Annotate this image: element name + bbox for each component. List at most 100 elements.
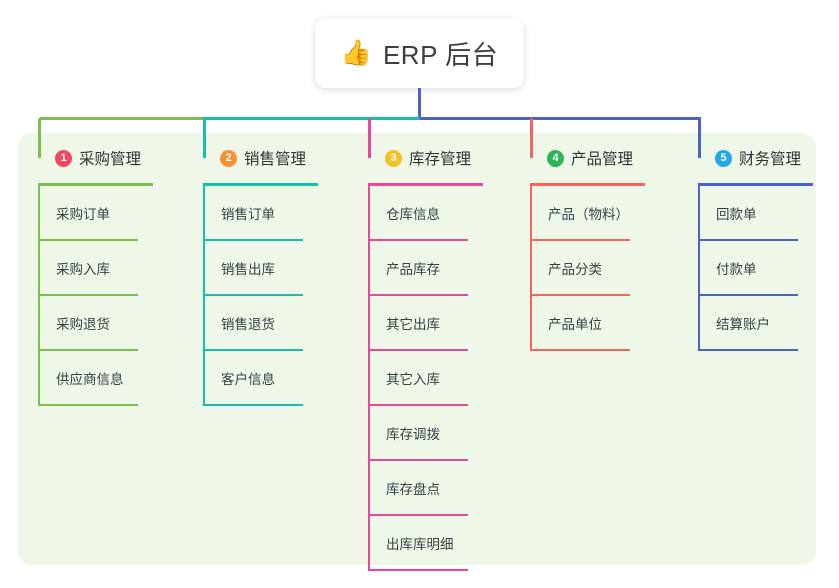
branch-header-underline [530,183,645,186]
branch-items: 采购订单采购入库采购退货供应商信息 [38,186,158,406]
branch-item[interactable]: 回款单 [698,186,818,241]
branch-item-label: 产品分类 [548,262,602,277]
branch-item[interactable]: 供应商信息 [38,351,158,406]
branch-item-label: 产品单位 [548,317,602,332]
branch-item-underline [38,404,138,406]
branch-header-underline [38,183,153,186]
branch-header-underline [698,183,813,186]
branch-item-spine [368,186,370,241]
branch-items: 产品（物料） 产品分类产品单位 [530,186,650,351]
branch-item-underline [368,349,468,351]
branch-number-badge: 3 [385,149,402,167]
branch-item-underline [38,349,138,351]
branch-item-underline [530,349,630,351]
branch-item-spine [530,296,532,351]
branch-item[interactable]: 库存盘点 [368,461,488,516]
branch-item[interactable]: 其它入库 [368,351,488,406]
branch-item[interactable]: 采购入库 [38,241,158,296]
branch-item-label: 产品库存 [386,262,440,277]
branch-item-underline [530,294,630,296]
root-node-erp-backend[interactable]: 👍 ERP 后台 [315,18,524,88]
branch-item-label: 销售退货 [221,317,275,332]
branch-item[interactable]: 出库库明细 [368,516,488,571]
branch-item-label: 销售订单 [221,207,275,222]
branch-item-spine [530,186,532,241]
branch-item-underline [38,239,138,241]
branch-item-spine [38,186,40,241]
branch-item-spine [698,186,700,241]
branch-item-underline [368,514,468,516]
branch-item-spine [38,296,40,351]
branch-item[interactable]: 销售退货 [203,296,323,351]
branch-items: 仓库信息产品库存其它出库其它入库库存调拨库存盘点出库库明细 [368,186,488,571]
branch-header-2[interactable]: 2 销售管理 [203,146,306,170]
branch-item[interactable]: 产品库存 [368,241,488,296]
branch-item-label: 采购退货 [56,317,110,332]
branch-header-underline [368,183,483,186]
branch-item-label: 产品（物料） [548,207,629,222]
branch-item[interactable]: 其它出库 [368,296,488,351]
branch-item[interactable]: 仓库信息 [368,186,488,241]
branch-item-spine [368,241,370,296]
branch-item-spine [368,296,370,351]
branch-item[interactable]: 销售订单 [203,186,323,241]
branch-item-underline [698,239,798,241]
branch-item-spine [530,241,532,296]
branch-title: 产品管理 [571,151,634,168]
branch-item-underline [368,239,468,241]
branch-item-label: 其它出库 [386,317,440,332]
branch-number-badge: 4 [547,149,564,167]
branch-header-3[interactable]: 3 库存管理 [368,146,471,170]
branch-item-label: 采购订单 [56,207,110,222]
branch-number-badge: 1 [55,149,72,167]
branch-item-label: 仓库信息 [386,207,440,222]
thumbs-up-icon: 👍 [340,38,372,67]
branch-item-spine [203,351,205,406]
branch-item-label: 回款单 [716,207,757,222]
branch-item-label: 出库库明细 [386,537,454,552]
branch-column-1: 1 采购管理采购订单采购入库采购退货供应商信息 [38,146,153,406]
branch-title: 销售管理 [244,151,307,168]
branch-item[interactable]: 产品（物料） [530,186,650,241]
branch-item-label: 采购入库 [56,262,110,277]
branch-item[interactable]: 采购订单 [38,186,158,241]
branch-title: 采购管理 [79,151,142,168]
branch-item-spine [203,296,205,351]
branch-item[interactable]: 销售出库 [203,241,323,296]
branch-item[interactable]: 产品分类 [530,241,650,296]
branch-header-1[interactable]: 1 采购管理 [38,146,141,170]
branch-item-underline [203,294,303,296]
branch-title: 库存管理 [409,151,472,168]
branch-header-underline [203,183,318,186]
branch-item[interactable]: 采购退货 [38,296,158,351]
branch-item-label: 付款单 [716,262,757,277]
branch-item-underline [368,404,468,406]
branch-item[interactable]: 结算账户 [698,296,818,351]
branch-item-underline [698,349,798,351]
branch-number-badge: 2 [220,149,237,167]
branch-item[interactable]: 付款单 [698,241,818,296]
branch-item-label: 销售出库 [221,262,275,277]
branch-item-spine [698,296,700,351]
branch-item-underline [38,294,138,296]
branch-item[interactable]: 客户信息 [203,351,323,406]
branch-item-label: 供应商信息 [56,372,124,387]
branch-header-4[interactable]: 4 产品管理 [530,146,633,170]
branch-item-underline [203,239,303,241]
branch-items: 回款单付款单结算账户 [698,186,818,351]
branch-item-spine [38,241,40,296]
branch-item[interactable]: 产品单位 [530,296,650,351]
branch-item-underline [530,239,630,241]
branch-item-underline [368,569,468,571]
branch-item[interactable]: 库存调拨 [368,406,488,461]
branch-items: 销售订单销售出库销售退货客户信息 [203,186,323,406]
root-node-title: ERP 后台 [382,39,499,70]
branch-item-label: 库存盘点 [386,482,440,497]
branch-title: 财务管理 [739,151,802,168]
branch-item-underline [698,294,798,296]
